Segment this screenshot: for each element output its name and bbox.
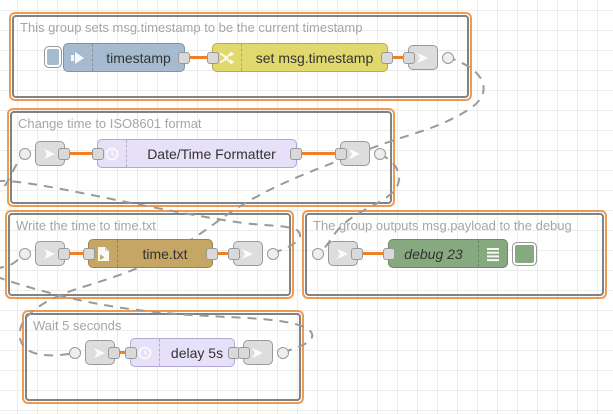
node-label: debug 23 [404, 245, 463, 262]
group-title: Change time to ISO8601 format [18, 116, 202, 131]
node-label: timestamp [106, 49, 171, 66]
link-icon [42, 146, 58, 162]
link-out-node[interactable] [238, 340, 289, 365]
group-title: Wait 5 seconds [33, 318, 122, 333]
output-port[interactable] [178, 51, 190, 64]
group-title: This group sets msg.timestamp to be the … [20, 20, 363, 35]
input-port[interactable] [125, 346, 137, 359]
inject-icon [64, 44, 93, 71]
inject-node[interactable]: timestamp [63, 43, 190, 72]
output-port[interactable] [351, 247, 363, 260]
datetime-formatter-node[interactable]: Date/Time Formatter [92, 139, 302, 168]
input-port[interactable] [383, 247, 395, 260]
virtual-link-port[interactable] [442, 51, 454, 64]
virtual-link-port[interactable] [19, 147, 31, 160]
link-icon [240, 246, 256, 262]
link-icon [250, 345, 266, 361]
virtual-link-port[interactable] [69, 346, 81, 359]
debug-toggle-button[interactable] [512, 242, 537, 266]
link-icon [347, 146, 363, 162]
input-port[interactable] [83, 247, 95, 260]
virtual-link-port[interactable] [277, 346, 289, 359]
virtual-link-port[interactable] [267, 247, 279, 260]
virtual-link-port[interactable] [374, 147, 386, 160]
input-port[interactable] [207, 51, 219, 64]
output-port[interactable] [206, 247, 218, 260]
link-icon [335, 246, 351, 262]
input-port[interactable] [92, 147, 104, 160]
virtual-link-port[interactable] [19, 247, 31, 260]
input-port[interactable] [238, 346, 250, 359]
output-port[interactable] [290, 147, 302, 160]
node-label: delay 5s [170, 344, 224, 361]
link-in-node[interactable] [312, 241, 363, 266]
inject-button[interactable] [44, 46, 62, 68]
node-label: Date/Time Formatter [147, 145, 276, 162]
output-port[interactable] [58, 247, 70, 260]
link-icon [415, 50, 431, 66]
output-port[interactable] [58, 147, 70, 160]
debug-node[interactable]: debug 23 [383, 239, 508, 268]
link-out-node[interactable] [403, 45, 454, 70]
output-port[interactable] [108, 346, 120, 359]
link-in-node[interactable] [19, 141, 70, 166]
group-title: Write the time to time.txt [16, 218, 156, 233]
link-icon [42, 246, 58, 262]
file-node[interactable]: time.txt [83, 239, 218, 268]
link-in-node[interactable] [69, 340, 120, 365]
debug-list-icon [478, 240, 507, 267]
input-port[interactable] [403, 51, 415, 64]
link-in-node[interactable] [19, 241, 70, 266]
virtual-link-port[interactable] [312, 247, 324, 260]
input-port[interactable] [335, 147, 347, 160]
input-port[interactable] [228, 247, 240, 260]
node-label: set msg.timestamp [255, 49, 374, 66]
change-node[interactable]: set msg.timestamp [207, 43, 393, 72]
link-out-node[interactable] [335, 141, 386, 166]
link-out-node[interactable] [228, 241, 279, 266]
node-label: time.txt [142, 245, 188, 262]
delay-node[interactable]: delay 5s [125, 338, 240, 367]
group-title: The group outputs msg.payload to the deb… [313, 218, 572, 233]
link-icon [92, 345, 108, 361]
output-port[interactable] [381, 51, 393, 64]
